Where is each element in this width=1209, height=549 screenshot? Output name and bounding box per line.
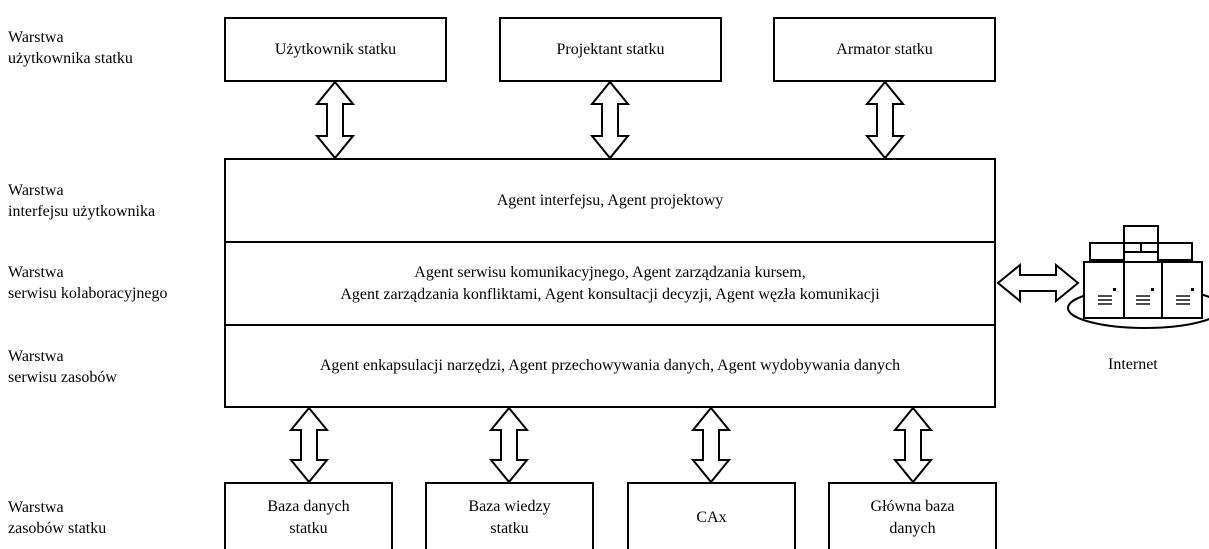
arrow-resource-to-knowledge-db (488, 406, 530, 484)
layer-label-line2: serwisu kolaboracyjnego (8, 285, 168, 302)
ship-designer-label: Projektant statku (556, 40, 665, 58)
main-database-box: Główna baza danych (828, 482, 997, 549)
server-network-icon (1067, 225, 1209, 329)
layer-label-interface: Warstwa interfejsu użytkownika (8, 180, 155, 222)
knowledge-base-line1: Baza wiedzy (468, 498, 551, 515)
layer-label-user: Warstwa użytkownika statku (8, 27, 133, 69)
arrow-resource-to-ship-db (288, 406, 330, 484)
main-database-line1: Główna baza (870, 498, 955, 515)
arrow-resource-to-cax (690, 406, 732, 484)
layer-label-line1: Warstwa (8, 499, 64, 516)
layer-label-line1: Warstwa (8, 182, 64, 199)
layer-label-line1: Warstwa (8, 348, 64, 365)
layer-label-line1: Warstwa (8, 264, 64, 281)
ship-database-box: Baza danych statku (224, 482, 393, 549)
layer-label-line2: serwisu zasobów (8, 369, 117, 386)
layer-label-line1: Warstwa (8, 29, 64, 46)
arrow-resource-to-main-db (892, 406, 934, 484)
cax-label: CAx (696, 509, 727, 526)
collab-layer-line2: Agent zarządzania konfliktami, Agent kon… (340, 285, 880, 303)
arrow-owner-to-interface (864, 80, 906, 160)
layer-label-line2: interfejsu użytkownika (8, 203, 156, 220)
knowledge-base-line2: statku (490, 520, 529, 537)
collab-layer-box: Agent serwisu komunikacyjnego, Agent zar… (224, 241, 996, 326)
interface-layer-box: Agent interfejsu, Agent projektowy (224, 158, 996, 243)
cax-box: CAx (627, 482, 796, 549)
layer-label-resource-service: Warstwa serwisu zasobów (8, 346, 117, 388)
layer-label-collab: Warstwa serwisu kolaboracyjnego (8, 262, 168, 304)
ship-owner-label: Armator statku (836, 40, 933, 58)
arrow-user-to-interface (314, 80, 356, 160)
collab-layer-line1: Agent serwisu komunikacyjnego, Agent zar… (414, 263, 806, 281)
ship-database-line1: Baza danych (267, 498, 350, 515)
resource-layer-box: Agent enkapsulacji narzędzi, Agent przec… (224, 324, 996, 408)
ship-owner-box: Armator statku (773, 17, 996, 82)
knowledge-base-box: Baza wiedzy statku (425, 482, 594, 549)
interface-layer-text: Agent interfejsu, Agent projektowy (496, 191, 724, 209)
resource-layer-text: Agent enkapsulacji narzędzi, Agent przec… (319, 357, 901, 374)
ship-designer-box: Projektant statku (499, 17, 722, 82)
layer-label-line2: użytkownika statku (8, 50, 133, 67)
layer-label-line2: zasobów statku (8, 520, 107, 537)
collab-layer-text: Agent serwisu komunikacyjnego, Agent zar… (340, 262, 879, 306)
arrow-designer-to-interface (589, 80, 631, 160)
main-database-line2: danych (889, 520, 936, 537)
ship-user-box: Użytkownik statku (224, 17, 447, 82)
arrow-collab-to-internet (996, 262, 1080, 304)
ship-user-label: Użytkownik statku (274, 40, 397, 58)
layer-label-ship-resources: Warstwa zasobów statku (8, 497, 106, 539)
internet-label: Internet (1108, 356, 1158, 373)
ship-database-line2: statku (289, 520, 328, 537)
